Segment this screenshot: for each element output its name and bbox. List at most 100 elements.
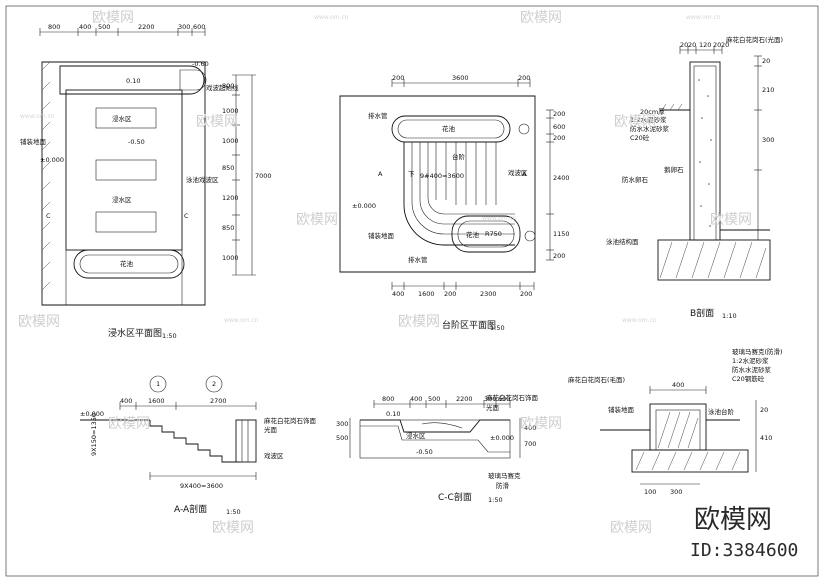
b-section: 20 20 120 20 20 — [606, 35, 783, 320]
wading-dim-5: 300 — [178, 23, 190, 31]
wading-dim-2: 400 — [79, 23, 91, 31]
wading-plan-scale: 1:50 — [162, 332, 177, 340]
flower-section: 400 麻花白花岗石(毛面) 玻璃马赛克(防滑) 1:2水泥砂浆 防水水泥砂浆 … — [568, 347, 783, 496]
cc-dim-3: 500 — [428, 395, 440, 403]
b-dim-1: 20 — [680, 41, 688, 49]
wading-sec-c2: C — [184, 212, 189, 220]
wading-ground: 铺装地面 — [20, 137, 47, 146]
wading-side-dim-4: 850 — [222, 164, 234, 172]
terrace-wave-zone: 戏波区 — [508, 168, 528, 177]
cc-side-dim-2: 500 — [336, 434, 348, 442]
logo-id: ID:3384600 — [690, 540, 798, 561]
cc-elev-a: 0.10 — [386, 410, 400, 418]
aa-stair-code: 9X400=3600 — [180, 482, 223, 490]
watermark-brand: 欧模网 — [520, 10, 562, 26]
flower-concrete: C20钢筋砼 — [732, 374, 765, 383]
b-dim-2: 20 — [688, 41, 696, 49]
b-mortar: 1:2水泥砂浆 — [630, 115, 667, 124]
wading-dim-1: 800 — [48, 23, 60, 31]
b-dim-3: 120 — [699, 41, 711, 49]
wading-plan-title: 浸水区平面图 — [108, 327, 162, 339]
wading-elev-a: 0.10 — [126, 77, 140, 85]
b-pool-bottom: 泳池结构面 — [606, 237, 639, 246]
wading-wave: 戏波起始线 — [206, 83, 239, 92]
b-stone: 麻花白花岗石(光面) — [726, 35, 783, 44]
aa-mark-2: 2 — [212, 380, 216, 388]
cc-finish: 光面 — [486, 403, 500, 412]
sheet-border — [5, 5, 819, 577]
wading-elev-c: ±0.000 — [40, 156, 64, 164]
b-dim-4: 20 — [713, 41, 721, 49]
watermark-brand: 欧模网 — [196, 114, 238, 130]
terrace-bottom-dim-2: 1600 — [418, 290, 435, 298]
watermark-site: www.om.cn — [224, 317, 259, 324]
cc-side-dim-3: 400 — [524, 424, 536, 432]
terrace-side-dim-1: 200 — [553, 110, 565, 118]
cc-elev-b: -0.50 — [416, 448, 433, 456]
aa-stone: 麻花白花岗石饰面 — [264, 416, 317, 425]
terrace-side-dim-2: 600 — [553, 123, 565, 131]
watermark-brand: 欧模网 — [92, 10, 134, 26]
cc-tile: 防滑 — [496, 481, 510, 490]
terrace-side-dim-5: 1150 — [553, 230, 570, 238]
aa-elev: ±0.000 — [80, 410, 104, 418]
cc-section-title: C-C剖面 — [438, 491, 472, 503]
terrace-side-dim-6: 200 — [553, 252, 565, 260]
b-dim-5: 20 — [721, 41, 729, 49]
terrace-top-dim-3: 200 — [518, 74, 530, 82]
b-concrete: C20砼 — [630, 133, 650, 142]
wading-dim-4: 2200 — [138, 23, 155, 31]
wading-elev-d: -0.60 — [192, 60, 209, 68]
wading-total: 7000 — [255, 172, 272, 180]
cc-side-dim-1: 300 — [336, 420, 348, 428]
aa-mark-1: 1 — [156, 380, 160, 388]
watermark-brand: 欧模网 — [614, 114, 656, 130]
aa-finish: 光面 — [264, 425, 278, 434]
flower-side-dim-1: 20 — [760, 406, 768, 414]
logo-text: 欧模网 — [694, 505, 772, 535]
wading-side-dim-7: 1000 — [222, 254, 239, 262]
terrace-sec-a: A — [378, 170, 383, 178]
watermark-brand: 欧模网 — [108, 416, 150, 432]
terrace-ground: 铺装地面 — [368, 231, 395, 240]
b-section-title: B剖面 — [690, 307, 714, 319]
wading-sec-c1: C — [46, 212, 51, 220]
cc-section-scale: 1:50 — [488, 496, 503, 504]
terrace-side-dim-4: 2400 — [553, 174, 570, 182]
watermark-brand: 欧模网 — [18, 314, 60, 330]
flower-waterproof: 防水水泥砂浆 — [732, 365, 772, 374]
wading-zone-top: 浸水区 — [112, 114, 132, 123]
cc-dim-1: 800 — [382, 395, 394, 403]
logo-block: 欧模网 ID:3384600 — [690, 505, 798, 561]
cc-elev-c: ±0.000 — [490, 434, 514, 442]
flower-mortar: 1:2水泥砂浆 — [732, 356, 769, 365]
terrace-elev: ±0.000 — [352, 202, 376, 210]
terrace-top-dim-1: 200 — [392, 74, 404, 82]
flower-top-dim: 400 — [672, 381, 684, 389]
aa-height-code: 9X150=1350 — [90, 413, 98, 456]
terrace-sec-b: A — [522, 170, 527, 178]
b-pebble: 鹅卵石 — [664, 165, 684, 174]
terrace-stair-code: 9#400=3600 — [420, 172, 464, 180]
flower-bottom-dim-2: 300 — [670, 488, 682, 496]
wading-plan: 800 400 500 2200 300 600 浸水区 — [20, 23, 272, 340]
b-note: 20cm厚 — [640, 108, 665, 116]
flower-ground: 铺装地面 — [608, 405, 635, 414]
watermark-brand: 欧模网 — [296, 212, 338, 228]
watermark-site: www.om.cn — [20, 113, 55, 120]
terrace-drain2: 排水管 — [408, 255, 428, 264]
wading-side-dim-6: 850 — [222, 224, 234, 232]
terrace-radius: R750 — [485, 230, 502, 238]
wading-pool-zone: 泳池戏波区 — [186, 175, 219, 184]
wading-side-dim-1: 800 — [222, 82, 234, 90]
watermark-site: www.om.cn — [622, 317, 657, 324]
watermark-site: www.om.cn — [686, 14, 721, 21]
wading-side-dim-3: 1000 — [222, 137, 239, 145]
watermarks: 欧模网 www.om.cn 欧模网 www.om.cn 欧模网 www.om.c… — [18, 10, 752, 536]
terrace-plan-title: 台阶区平面图 — [442, 319, 496, 331]
b-side-dim-1: 20 — [762, 57, 770, 65]
terrace-bottom-dim-1: 400 — [392, 290, 404, 298]
aa-wave: 戏波区 — [264, 451, 284, 460]
cc-dim-6: 600 — [498, 395, 510, 403]
cc-section: 800 400 500 2200 300 600 浸水区 0.10 -0.50 … — [336, 393, 539, 504]
